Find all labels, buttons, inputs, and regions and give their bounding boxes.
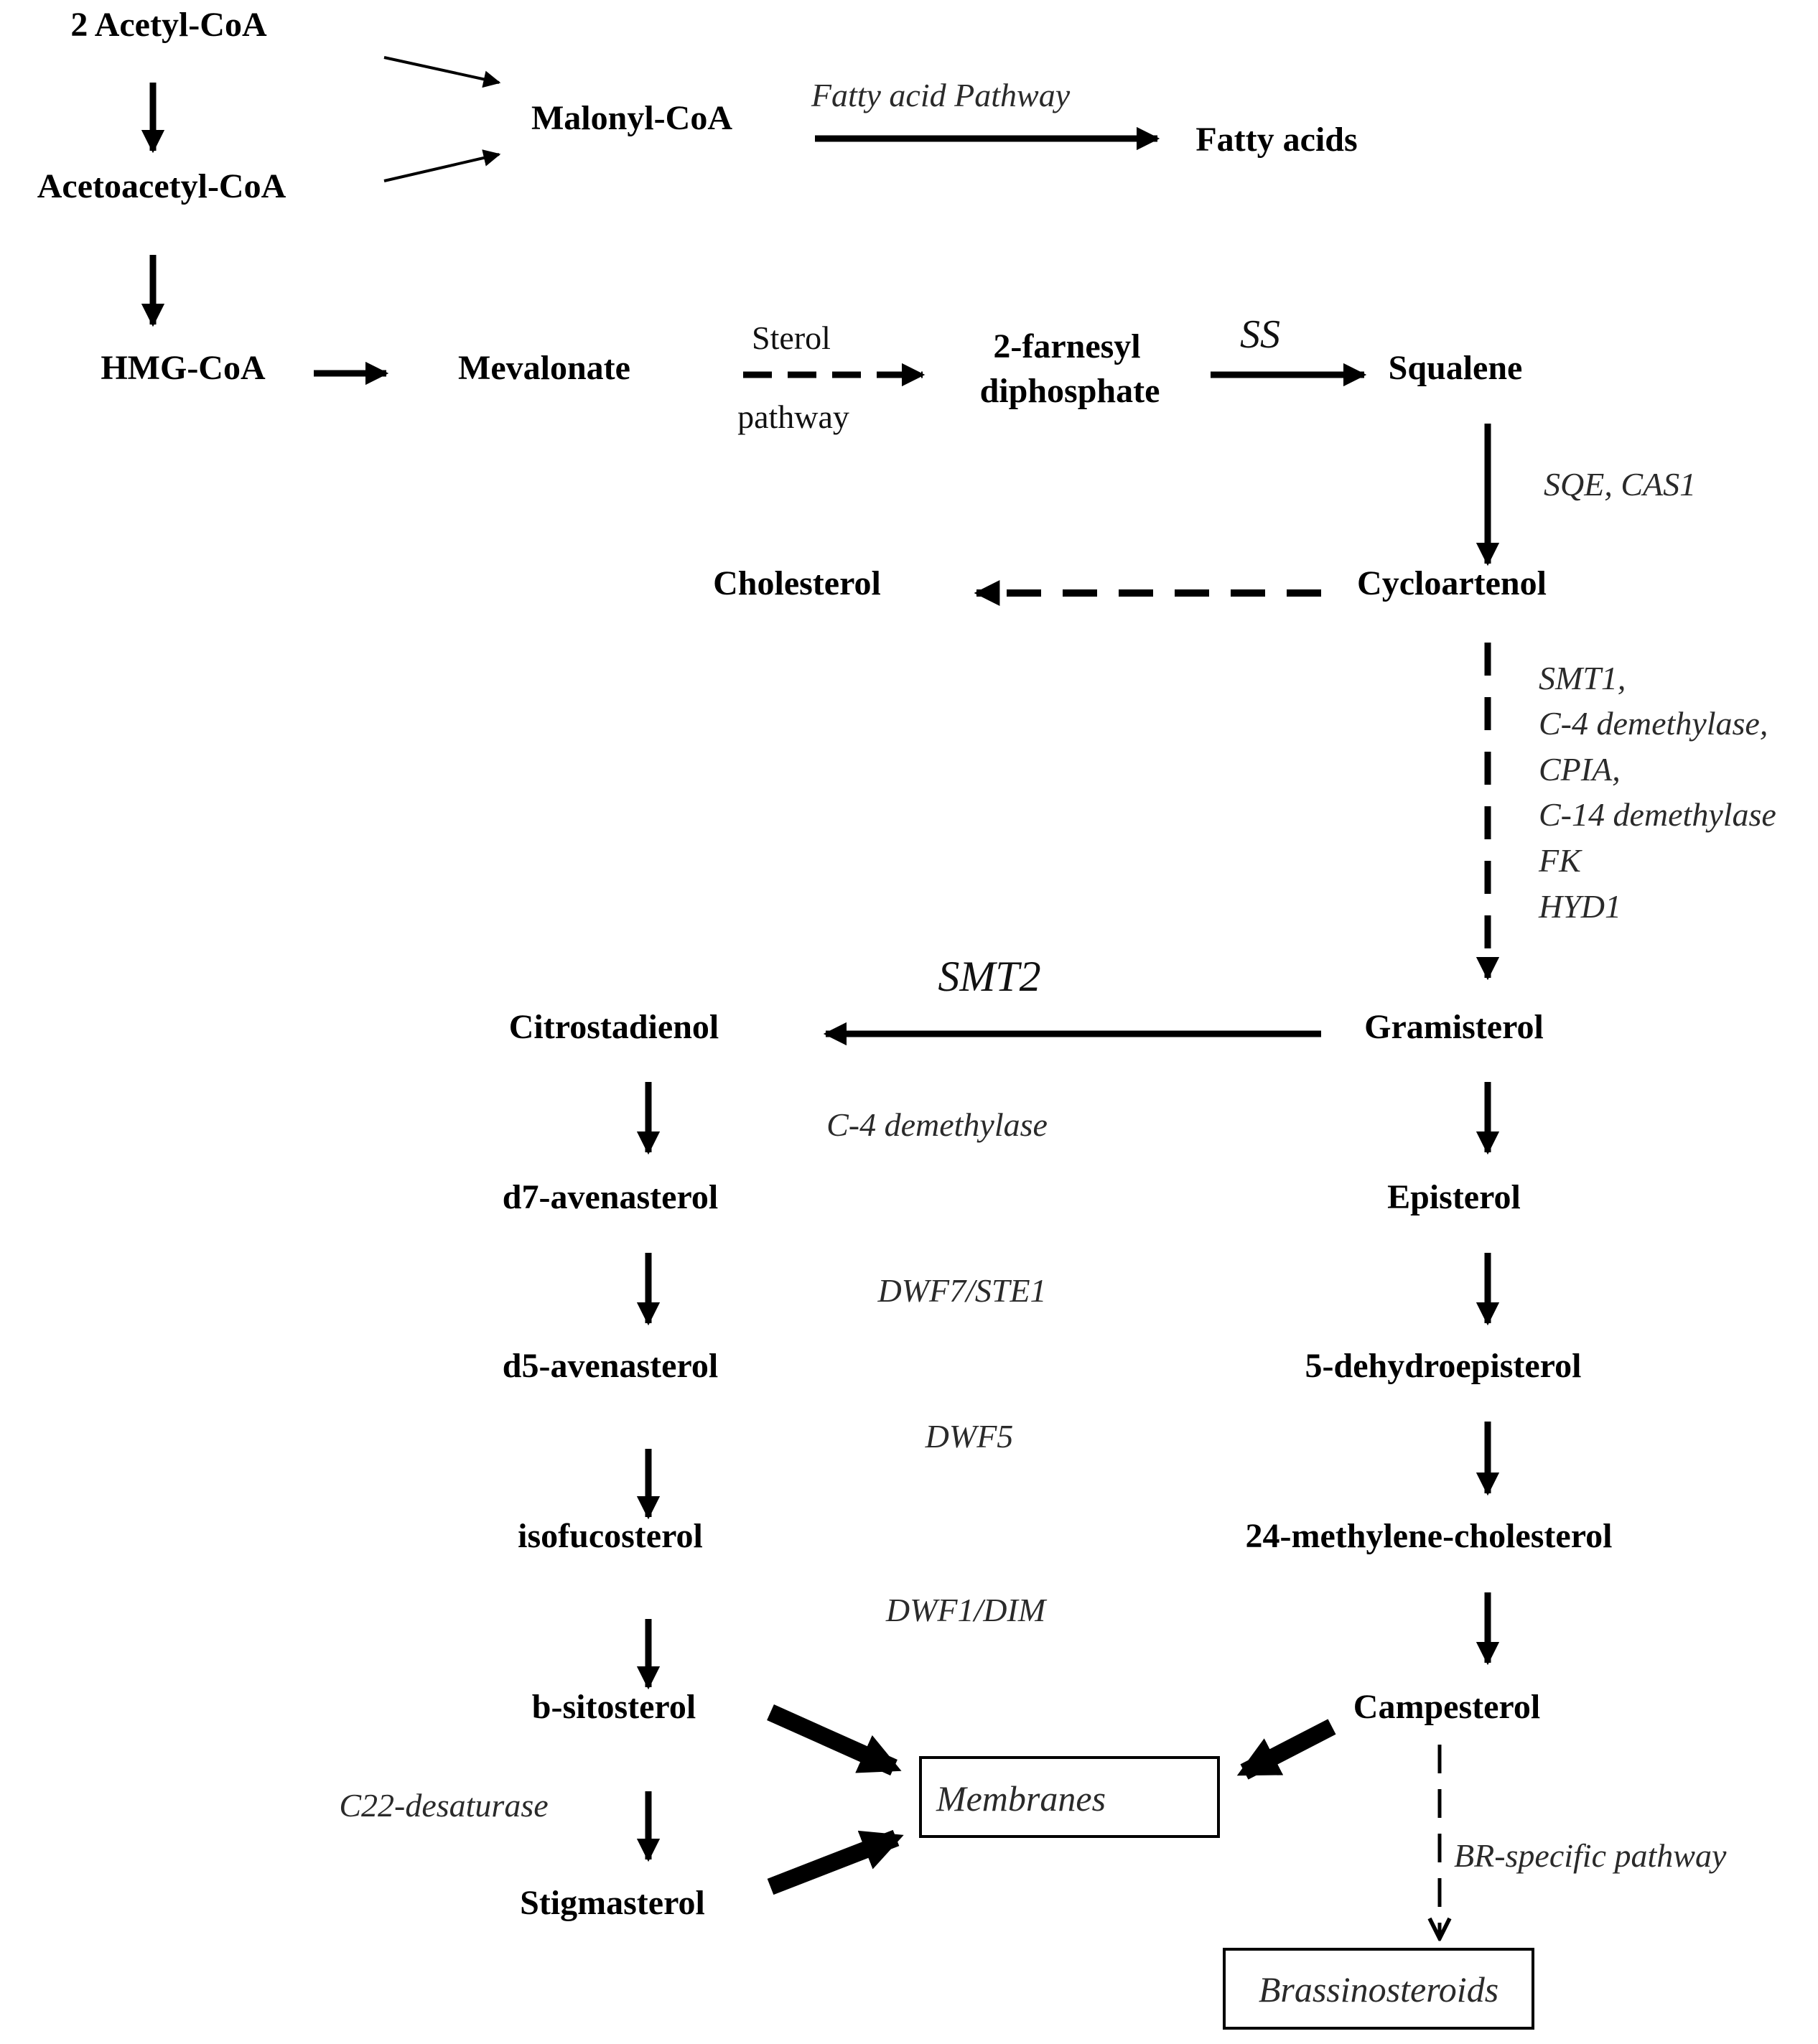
label-smt1: SMT1, <box>1539 660 1626 696</box>
label-fatty-acid-pathway: Fatty acid Pathway <box>811 77 1071 113</box>
node-d7-avenasterol: d7-avenasterol <box>503 1178 718 1216</box>
membranes-box: Membranes <box>919 1756 1220 1838</box>
label-br-specific-pathway: BR-specific pathway <box>1454 1837 1727 1874</box>
brassinosteroids-label: Brassinosteroids <box>1259 1969 1498 2010</box>
node-d5-avenasterol: d5-avenasterol <box>503 1347 718 1385</box>
node-isofucosterol: isofucosterol <box>518 1517 703 1555</box>
label-c14-demethylase: C-14 demethylase <box>1539 796 1776 833</box>
cycloartenol-enzymes: SMT1, C-4 demethylase, CPIA, C-14 demeth… <box>1538 660 1776 925</box>
arrow-sitosterol-to-membranes <box>767 1704 902 1775</box>
brassinosteroids-box: Brassinosteroids <box>1223 1948 1534 2030</box>
label-hyd1: HYD1 <box>1538 888 1621 925</box>
label-dwf1-dim: DWF1/DIM <box>885 1592 1048 1628</box>
node-fatty-acids: Fatty acids <box>1195 121 1357 159</box>
label-c4-demethylase-2: C-4 demethylase <box>826 1106 1048 1143</box>
label-sterol: Sterol <box>752 319 831 356</box>
label-c4-demethylase-1: C-4 demethylase, <box>1539 705 1768 742</box>
node-citrostadienol: Citrostadienol <box>509 1008 719 1046</box>
arrow-campesterol-to-membranes <box>1236 1719 1336 1780</box>
node-5-dehydroepisterol: 5-dehydroepisterol <box>1305 1347 1582 1385</box>
node-stigmasterol: Stigmasterol <box>520 1884 705 1922</box>
label-dwf5: DWF5 <box>925 1418 1014 1455</box>
label-cpia: CPIA, <box>1539 751 1621 788</box>
node-malonyl-coa: Malonyl-CoA <box>531 99 732 137</box>
node-mevalonate: Mevalonate <box>458 349 630 387</box>
node-b-sitosterol: b-sitosterol <box>532 1688 696 1726</box>
label-sqe-cas1: SQE, CAS1 <box>1544 466 1696 503</box>
node-squalene: Squalene <box>1389 349 1523 387</box>
label-c22-desaturase: C22-desaturase <box>339 1787 548 1824</box>
arrow-acetylcoa-to-malonyl <box>383 56 501 88</box>
node-cholesterol: Cholesterol <box>713 564 881 602</box>
node-cycloartenol: Cycloartenol <box>1357 564 1547 602</box>
label-ss: SS <box>1240 312 1280 357</box>
node-episterol: Episterol <box>1387 1178 1521 1216</box>
node-farnesyl-diphosphate-line1: 2-farnesyl <box>993 327 1140 365</box>
label-dwf7-ste1: DWF7/STE1 <box>877 1272 1046 1309</box>
label-pathway: pathway <box>737 398 849 435</box>
node-farnesyl-diphosphate-line2: diphosphate <box>980 372 1160 410</box>
membranes-label: Membranes <box>936 1778 1106 1819</box>
node-hmg-coa: HMG-CoA <box>101 349 266 387</box>
label-smt2: SMT2 <box>938 953 1040 1000</box>
node-campesterol: Campesterol <box>1353 1688 1540 1726</box>
arrow-acetoacetyl-to-malonyl <box>383 149 501 182</box>
node-24-methylene-cholesterol: 24-methylene-cholesterol <box>1246 1517 1613 1555</box>
arrow-stigmasterol-to-membranes <box>767 1829 904 1895</box>
label-fk: FK <box>1538 842 1582 879</box>
node-2-acetyl-coa: 2 Acetyl-CoA <box>70 6 267 44</box>
node-gramisterol: Gramisterol <box>1364 1008 1544 1046</box>
node-acetoacetyl-coa: Acetoacetyl-CoA <box>37 167 286 205</box>
